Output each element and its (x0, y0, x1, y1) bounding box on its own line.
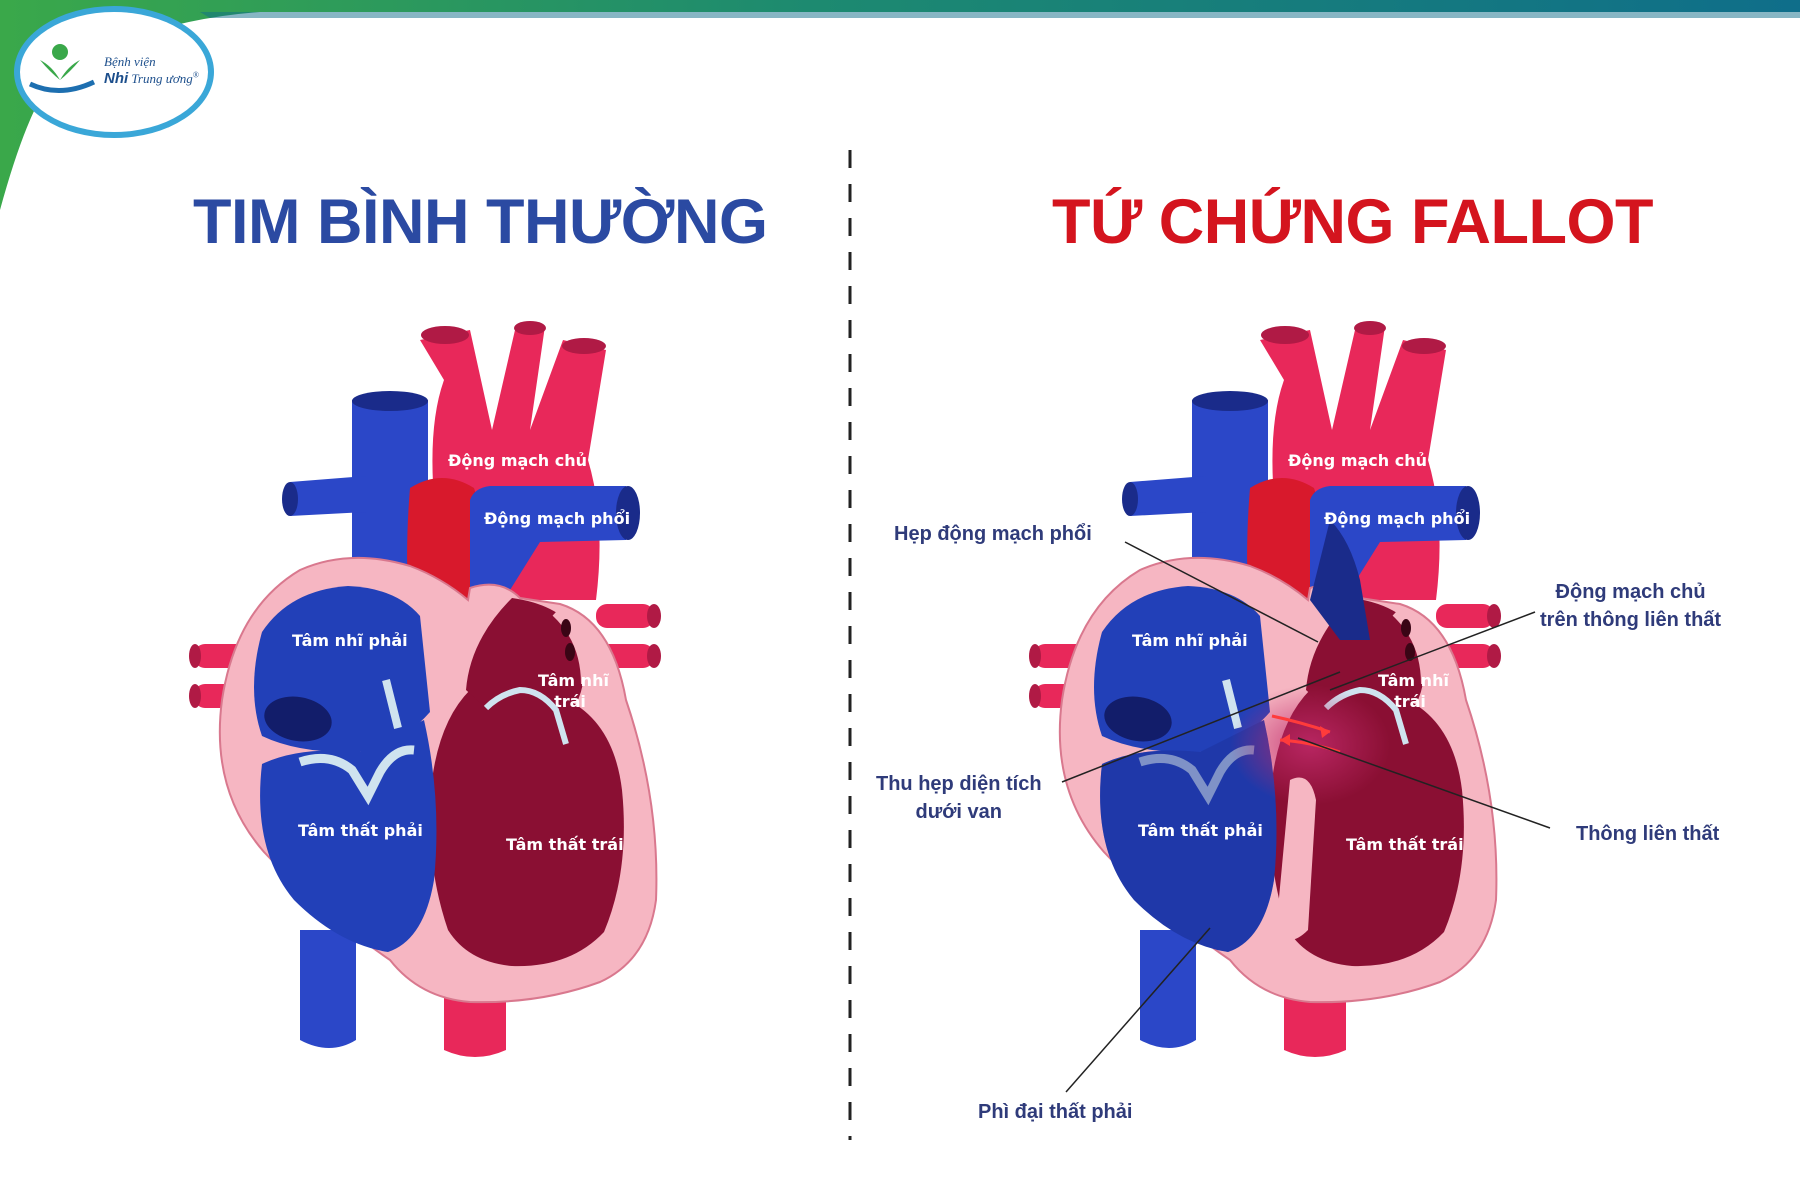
label-left-atrium-right-line2: trái (1394, 692, 1426, 711)
normal-heart-title: TIM BÌNH THƯỜNG (193, 187, 768, 257)
callout-overriding-aorta: Động mạch chủ trên thông liên thất (1540, 578, 1721, 634)
label-left-ventricle-left: Tâm thất trái (506, 835, 624, 854)
label-aorta-left: Động mạch chủ (448, 451, 587, 470)
label-left-ventricle-right: Tâm thất trái (1346, 835, 1464, 854)
label-pulmonary-artery-left: Động mạch phổi (484, 509, 631, 528)
label-right-ventricle-right: Tâm thất phải (1138, 821, 1263, 840)
logo-line2-rest: Trung ương (131, 71, 193, 86)
callout-lines (1061, 541, 1551, 1093)
label-left-atrium-right-line1: Tâm nhĩ (1378, 671, 1449, 690)
label-left-atrium-left-line1: Tâm nhĩ (538, 671, 609, 690)
callout-subvalvular-narrowing-line1: Thu hẹp diện tích (876, 773, 1042, 795)
callout-vsd: Thông liên thất (1576, 823, 1720, 845)
label-right-atrium-right: Tâm nhĩ phải (1132, 631, 1248, 650)
header-banner (0, 0, 1800, 210)
callout-overriding-aorta-line2: trên thông liên thất (1540, 609, 1722, 631)
callout-subvalvular-narrowing: Thu hẹp diện tích dưới van (876, 770, 1042, 826)
label-right-atrium-left: Tâm nhĩ phải (292, 631, 408, 650)
callout-overriding-aorta-line1: Động mạch chủ (1555, 581, 1706, 603)
label-left-atrium-left: Tâm nhĩ trái (538, 670, 609, 712)
logo-icon (28, 44, 96, 94)
logo-line2: Nhi Trung ương® (104, 70, 199, 87)
label-pulmonary-artery-right: Động mạch phổi (1324, 509, 1471, 528)
callout-subvalvular-narrowing-line2: dưới van (915, 801, 1003, 823)
label-left-atrium-right: Tâm nhĩ trái (1378, 670, 1449, 712)
fallot-title: TỨ CHỨNG FALLOT (1052, 187, 1653, 257)
label-right-ventricle-left: Tâm thất phải (298, 821, 423, 840)
callout-pulmonary-stenosis: Hẹp động mạch phổi (894, 523, 1092, 545)
callout-rv-hypertrophy: Phì đại thất phải (978, 1101, 1133, 1123)
label-aorta-right: Động mạch chủ (1288, 451, 1427, 470)
logo-line2-strong: Nhi (104, 70, 129, 87)
fallot-heart-illustration (1029, 321, 1501, 1057)
label-left-atrium-left-line2: trái (554, 692, 586, 711)
logo-line1: Bệnh viện (104, 54, 156, 69)
logo-registered-mark: ® (192, 70, 199, 80)
